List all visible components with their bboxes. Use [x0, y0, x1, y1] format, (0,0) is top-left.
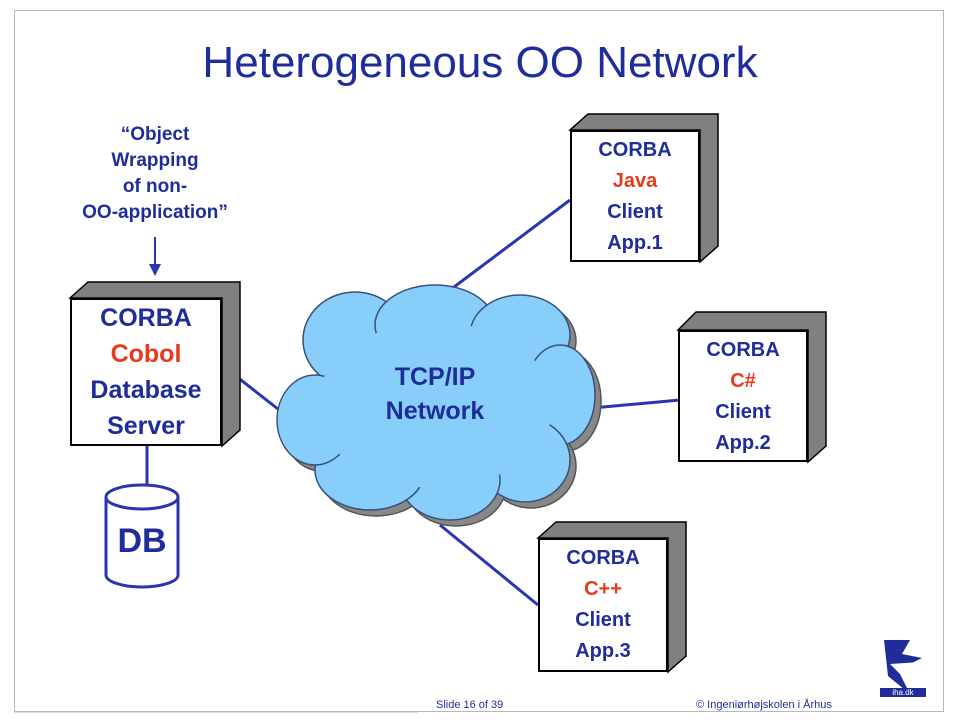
note-line: “Object — [120, 124, 190, 145]
network-label: TCP/IP Network — [340, 360, 530, 428]
link-network-client2 — [591, 398, 681, 410]
copyright-text: © Ingeniørhøjskolen i Århus — [696, 699, 832, 711]
slide-frame — [14, 10, 944, 712]
client3-box: CORBA C++ Client App.3 — [538, 538, 668, 672]
logo-caption: iha.dk — [880, 688, 926, 697]
note-line: Wrapping — [111, 150, 199, 171]
client3-line-corba: CORBA — [566, 547, 640, 569]
client1-line-corba: CORBA — [598, 139, 672, 161]
client3-line-app: App.3 — [575, 640, 631, 662]
iha-logo — [880, 636, 926, 698]
note-line: OO-application” — [82, 202, 228, 223]
wrapping-note: “Object Wrapping of non- OO-application” — [50, 122, 260, 226]
note-line: of non- — [122, 176, 188, 197]
db-cylinder — [104, 483, 180, 589]
client2-line-lang: C# — [730, 370, 756, 392]
client3-box-depth — [536, 521, 687, 674]
client2-line-client: Client — [715, 401, 771, 423]
link-network-client3 — [439, 523, 539, 607]
network-line-network: Network — [385, 397, 485, 425]
server-line-server: Server — [107, 412, 185, 440]
client2-line-corba: CORBA — [706, 339, 780, 361]
server-box: CORBA Cobol Database Server — [70, 298, 222, 446]
server-line-lang: Cobol — [110, 340, 182, 368]
note-arrowhead — [149, 264, 161, 276]
server-line-corba: CORBA — [100, 304, 192, 332]
network-line-protocol: TCP/IP — [394, 363, 476, 391]
client1-line-app: App.1 — [607, 232, 663, 254]
slide-number: Slide 16 of 39 — [436, 699, 504, 711]
server-line-database: Database — [90, 376, 202, 404]
client2-box: CORBA C# Client App.2 — [678, 330, 808, 462]
client3-line-client: Client — [575, 609, 631, 631]
client2-box-depth — [676, 311, 827, 464]
client1-line-client: Client — [607, 201, 663, 223]
client2-line-app: App.2 — [715, 432, 771, 454]
network-cloud-core — [317, 322, 553, 488]
client3-line-lang: C++ — [584, 578, 622, 600]
client1-line-lang: Java — [612, 170, 658, 192]
client1-box-depth — [568, 113, 719, 264]
server-box-depth — [68, 281, 241, 448]
db-label: DB — [117, 522, 167, 560]
client1-box: CORBA Java Client App.1 — [570, 130, 700, 262]
slide-title: Heterogeneous OO Network — [202, 38, 758, 87]
